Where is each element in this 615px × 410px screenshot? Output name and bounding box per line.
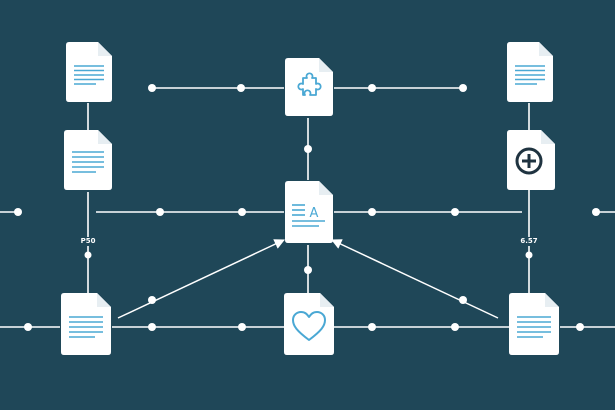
arrow-bottom-left-to-center	[117, 239, 285, 319]
center-glyph: A	[310, 206, 319, 221]
junction-dot	[368, 208, 376, 216]
plus-circle-icon	[515, 147, 543, 175]
arrow-bottom-right-to-center	[331, 239, 499, 319]
junction-dot	[148, 84, 156, 92]
junction-dot	[304, 266, 312, 274]
text-lines-icon	[72, 151, 104, 173]
junction-dot	[451, 208, 459, 216]
junction-dot	[238, 208, 246, 216]
junction-dot	[148, 296, 156, 304]
junction-dot	[592, 208, 600, 216]
junction-dot	[304, 145, 312, 153]
junction-dot	[576, 323, 584, 331]
heart-icon	[292, 311, 326, 341]
junction-dot	[368, 84, 376, 92]
junction-dot	[525, 251, 533, 259]
text-lines-icon	[517, 316, 551, 338]
doc-top-center[interactable]	[285, 58, 333, 116]
doc-top-left[interactable]	[66, 42, 112, 102]
edge-label-right: 6.57	[519, 237, 539, 246]
junction-dot	[459, 84, 467, 92]
edge-label-left: P50	[78, 237, 98, 246]
text-lines-icon	[69, 316, 103, 338]
text-lines-icon	[74, 65, 104, 85]
doc-top-right[interactable]	[507, 42, 553, 102]
junction-dot	[24, 323, 32, 331]
doc-mid-right[interactable]	[507, 130, 555, 190]
doc-center[interactable]: A	[285, 181, 333, 243]
junction-dot	[14, 208, 22, 216]
junction-dot	[237, 84, 245, 92]
junction-dot	[238, 323, 246, 331]
junction-dot	[368, 323, 376, 331]
doc-mid-left[interactable]	[64, 130, 112, 190]
junction-dot	[451, 323, 459, 331]
junction-dot	[84, 251, 92, 259]
junction-dot	[148, 323, 156, 331]
text-a-icon	[292, 204, 325, 227]
puzzle-piece-icon	[297, 72, 322, 96]
text-lines-icon	[515, 65, 545, 85]
doc-bottom-center[interactable]	[284, 293, 334, 355]
doc-bottom-right[interactable]	[509, 293, 559, 355]
junction-dot	[459, 296, 467, 304]
doc-bottom-left[interactable]	[61, 293, 111, 355]
junction-dot	[156, 208, 164, 216]
